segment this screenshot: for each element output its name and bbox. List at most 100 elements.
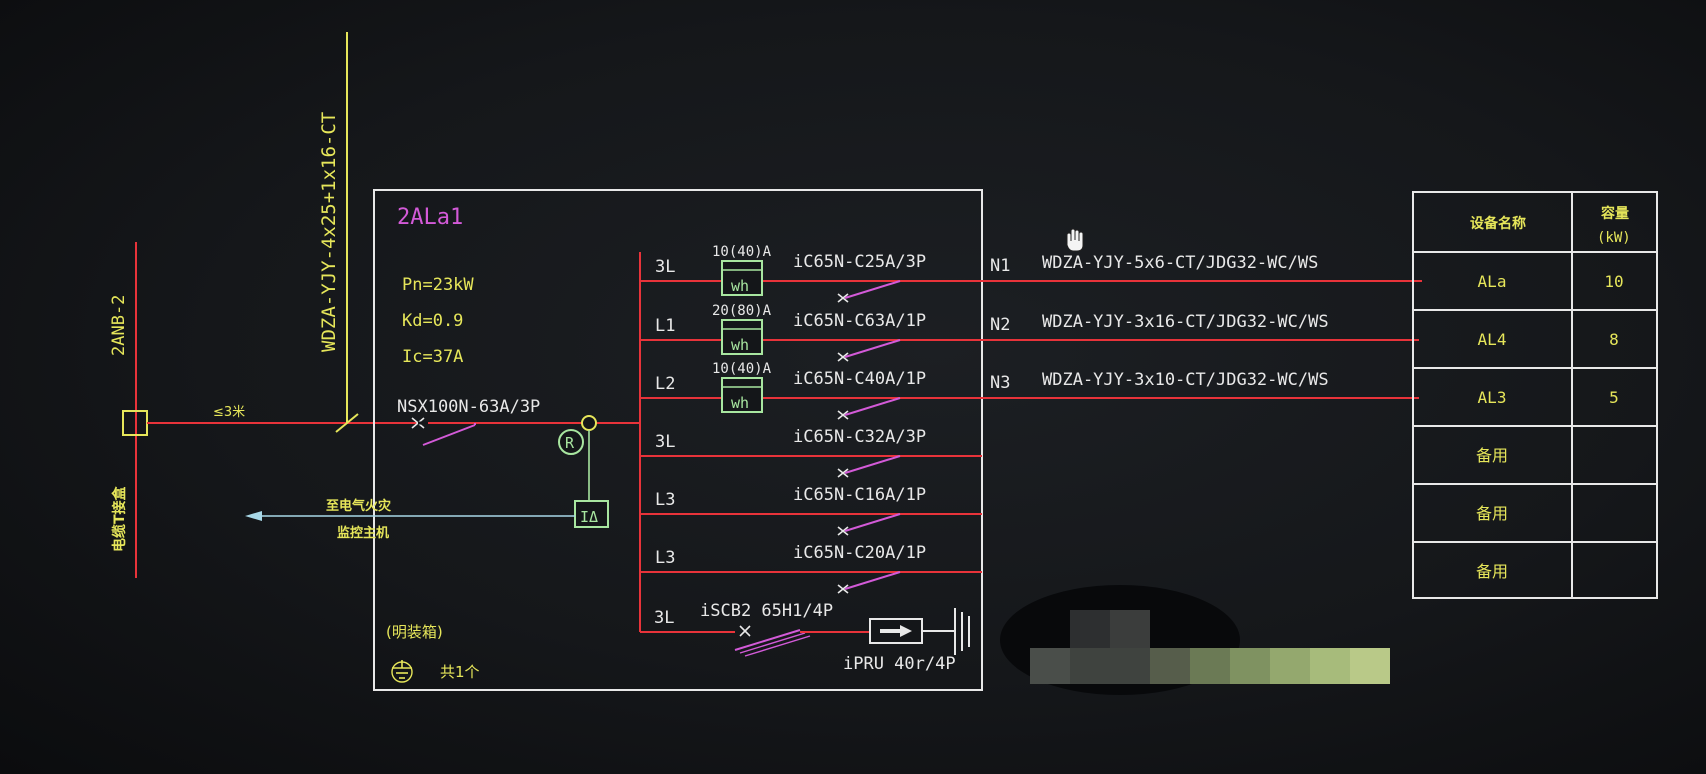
breaker-label: iC65N-C32A/3P — [793, 427, 926, 447]
circuit-cable: WDZA-YJY-3x10-CT/JDG32-WC/WS — [1042, 370, 1329, 390]
signal-arrowhead — [245, 511, 262, 521]
circuit-phase: L3 — [655, 490, 675, 510]
breaker-contact[interactable] — [844, 455, 901, 474]
energy-meter[interactable] — [721, 377, 763, 413]
circuit-cable: WDZA-YJY-5x6-CT/JDG32-WC/WS — [1042, 253, 1318, 273]
meter-symbol: wh — [731, 277, 749, 295]
energy-meter[interactable] — [721, 319, 763, 355]
spd-breaker-label: iSCB2 65H1/4P — [700, 601, 833, 621]
circuit-id: N3 — [990, 373, 1010, 393]
panel-name: 2ALa1 — [397, 205, 463, 230]
spd-breaker-symbol[interactable] — [734, 625, 811, 657]
table-cell-capacity: 5 — [1609, 388, 1619, 407]
table-cell-name: 备用 — [1476, 446, 1508, 465]
meter-rating: 20(80)A — [712, 303, 772, 319]
breaker-label: iC65N-C63A/1P — [793, 311, 926, 331]
ground-icon — [391, 660, 413, 683]
meter-symbol: wh — [731, 336, 749, 354]
breaker-x — [837, 410, 849, 420]
meter-rating: 10(40)A — [712, 361, 772, 377]
rcd-relay-symbol[interactable] — [558, 429, 584, 455]
table-row: 备用 — [1476, 504, 1508, 523]
feeder-cable-spec: WDZA-YJY-4x25+1x16-CT — [318, 112, 340, 352]
distance-label: ≤3米 — [213, 405, 245, 420]
circuit-row[interactable]: 3L 10(40)A wh iC65N-C25A/3P N1 WDZA-YJY-5x6-C… — [640, 244, 1422, 303]
table-row: ALa 10 — [1478, 272, 1624, 291]
circuit-phase: 3L — [655, 432, 675, 452]
table-row: AL3 5 — [1478, 388, 1619, 407]
energy-meter[interactable] — [721, 260, 763, 296]
hand-cursor-icon — [1066, 228, 1084, 252]
feeder: WDZA-YJY-4x25+1x16-CT 2ANB-2 电缆T接盒 ≤3米 — [109, 32, 640, 578]
circuit-phase: 3L — [655, 257, 675, 277]
circuit-phase: L2 — [655, 374, 675, 394]
table-cell-name: 备用 — [1476, 504, 1508, 523]
fire-monitor-label-1: 至电气火灾 — [326, 498, 392, 514]
table-cell-capacity: 8 — [1609, 330, 1619, 349]
breaker-label: iC65N-C16A/1P — [793, 485, 926, 505]
table-cell-name: AL3 — [1478, 388, 1507, 407]
load-table-frame — [1412, 191, 1658, 599]
breaker-contact[interactable] — [844, 397, 901, 416]
meter-symbol: wh — [731, 394, 749, 412]
circuit-phase: L3 — [655, 548, 675, 568]
fire-monitor-module[interactable] — [574, 500, 609, 528]
redacted-region — [1000, 585, 1390, 695]
breaker-label: iC65N-C40A/1P — [793, 369, 926, 389]
outgoing-circuits: 3L 10(40)A wh iC65N-C25A/3P N1 WDZA-YJY-5x6-C… — [640, 244, 1422, 594]
current-transformer-symbol[interactable] — [581, 415, 597, 431]
spd-arrow-icon — [880, 625, 912, 637]
breaker-contact[interactable] — [844, 280, 901, 299]
spd-phase-label: 3L — [654, 608, 674, 628]
source-label: 2ANB-2 — [109, 295, 129, 356]
main-breaker-symbol[interactable] — [411, 417, 476, 446]
breaker-x — [837, 352, 849, 362]
breaker-label: iC65N-C25A/3P — [793, 252, 926, 272]
spd-branch: 3L iSCB2 65H1/4P iPRU 40r/4P — [640, 601, 970, 674]
circuit-row[interactable]: L3 iC65N-C20A/1P — [640, 543, 982, 594]
breaker-contact[interactable] — [844, 571, 901, 590]
quantity-note: 共1个 — [440, 663, 480, 681]
table-header-capacity-2: (kW) — [1597, 230, 1631, 246]
tee-box-label: 电缆T接盒 — [111, 485, 128, 552]
circuit-cable: WDZA-YJY-3x16-CT/JDG32-WC/WS — [1042, 312, 1329, 332]
circuit-row[interactable]: L3 iC65N-C16A/1P — [640, 485, 982, 536]
rcd-relay-letter: R — [565, 434, 575, 452]
table-row: 备用 — [1476, 446, 1508, 465]
spd-model-label: iPRU 40r/4P — [843, 654, 956, 674]
fire-monitor-symbol: IΔ — [580, 508, 598, 526]
panel-outline[interactable] — [373, 189, 983, 691]
circuit-row[interactable]: L2 10(40)A wh iC65N-C40A/1P N3 WDZA-YJY-3x10-… — [640, 361, 1419, 420]
table-header-name: 设备名称 — [1470, 215, 1526, 232]
breaker-x — [837, 293, 849, 303]
table-header-capacity-1: 容量 — [1600, 205, 1629, 222]
panel-pn: Pn=23kW — [402, 275, 474, 295]
breaker-x — [837, 584, 849, 594]
meter-rating: 10(40)A — [712, 244, 772, 260]
table-row: 备用 — [1476, 562, 1508, 581]
breaker-label: iC65N-C20A/1P — [793, 543, 926, 563]
table-cell-capacity: 10 — [1604, 272, 1623, 291]
enclosure-note: (明装箱) — [386, 623, 443, 641]
circuit-id: N1 — [990, 256, 1010, 276]
circuit-row[interactable]: L1 20(80)A wh iC65N-C63A/1P N2 WDZA-YJY-3x16-… — [640, 303, 1419, 362]
table-row: AL4 8 — [1478, 330, 1619, 349]
breaker-x — [837, 468, 849, 478]
panel-kd: Kd=0.9 — [402, 311, 463, 331]
circuit-phase: L1 — [655, 316, 675, 336]
table-cell-name: ALa — [1478, 272, 1507, 291]
fire-monitor-label-2: 监控主机 — [337, 525, 389, 541]
circuit-row[interactable]: 3L iC65N-C32A/3P — [640, 427, 982, 478]
breaker-contact[interactable] — [844, 513, 901, 532]
distribution-panel: 2ALa1 Pn=23kW Kd=0.9 Ic=37A NSX100N-63A/… — [245, 189, 1422, 691]
circuit-id: N2 — [990, 315, 1010, 335]
table-cell-name: AL4 — [1478, 330, 1507, 349]
table-cell-name: 备用 — [1476, 562, 1508, 581]
breaker-x — [837, 526, 849, 536]
breaker-contact[interactable] — [844, 339, 901, 358]
panel-ic: Ic=37A — [402, 347, 463, 367]
